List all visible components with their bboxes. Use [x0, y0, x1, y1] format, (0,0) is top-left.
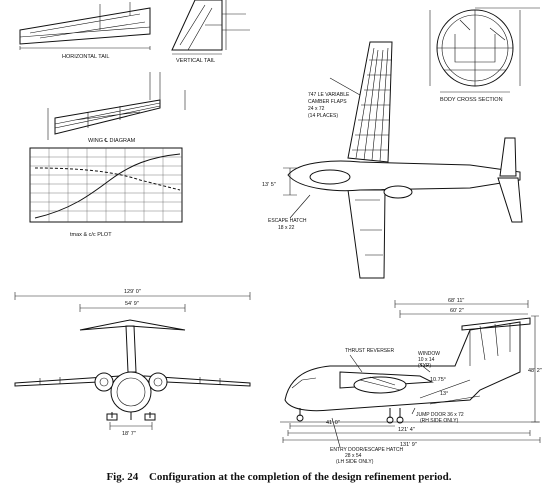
- angle-10-75: 10.75°: [430, 377, 446, 383]
- dim-tail-span-54-9: 54' 9": [125, 301, 139, 307]
- jump-door-label-2: (RH SIDE ONLY): [420, 418, 459, 424]
- figure-caption-text: Configuration at the completion of the d…: [148, 471, 452, 483]
- entry-door-label-3: (LH SIDE ONLY): [336, 459, 374, 465]
- dim-length-131-9: 131' 9": [400, 442, 417, 448]
- flaps-label-4: (14 PLACES): [308, 113, 338, 119]
- dim-gear-track-18-7: 18' 7": [122, 431, 136, 437]
- tmax-curve: [34, 153, 181, 219]
- figure-caption: Fig. 24 Configuration at the completion …: [0, 471, 558, 483]
- vertical-tail-view: VERTICAL TAIL: [171, 0, 250, 64]
- flaps-label-2: CAMBER FLAPS: [308, 99, 347, 105]
- wing-diagram-view: WING ℄ DIAGRAM: [47, 72, 186, 144]
- horizontal-tail-label: HORIZONTAL TAIL: [62, 54, 109, 60]
- window-label-1: WINDOW: [418, 351, 440, 357]
- side-view: 68' 11" 60' 2" 48' 2" 10.75° 13° THRUST …: [280, 298, 542, 465]
- cc-curve: [34, 167, 181, 191]
- plot-title: tmax & c/c PLOT: [70, 232, 112, 238]
- window-label-2: 10 x 14: [418, 357, 435, 363]
- front-view: 129' 0" 54' 9" 18' 7": [14, 289, 251, 437]
- dim-60-2: 60' 2": [450, 308, 464, 314]
- window-label-3: (TYP): [418, 363, 431, 369]
- plan-lower-wing: [347, 189, 386, 279]
- side-fuselage: [284, 321, 521, 412]
- entry-door-label-1: ENTRY DOOR/ESCAPE HATCH: [330, 447, 403, 453]
- body-cross-section-label: BODY CROSS SECTION: [440, 97, 503, 103]
- wing-diagram-label: WING ℄ DIAGRAM: [88, 138, 136, 144]
- thickness-plot: tmax & c/c PLOT: [29, 147, 183, 238]
- dim-span-129-0: 129' 0": [124, 289, 141, 295]
- dim-41-0: 41' 0": [326, 420, 340, 426]
- jump-door-label-1: JUMP DOOR 36 x 72: [416, 412, 464, 418]
- body-cross-section-view: BODY CROSS SECTION: [429, 7, 540, 103]
- flaps-label-1: 747 LE VARIABLE: [308, 92, 350, 98]
- dim-121-4: 121' 4": [398, 427, 415, 433]
- escape-hatch-label-1: ESCAPE HATCH: [268, 218, 307, 224]
- escape-hatch-label-2: 18 x 22: [278, 225, 295, 231]
- thrust-reverser-label: THRUST REVERSER: [345, 348, 394, 354]
- dim-height-48-2: 48' 2": [528, 368, 542, 374]
- plan-fuselage: [287, 160, 521, 192]
- plan-view: 13' 5" 747 LE VARIABLE CAMBER FLAPS 24 x…: [262, 41, 523, 279]
- plot-grid: [30, 148, 182, 222]
- plan-horizontal-tail-lower: [497, 177, 523, 223]
- figure-number: Fig. 24: [106, 471, 139, 483]
- horizontal-tail-view: HORIZONTAL TAIL: [19, 2, 151, 60]
- angle-13: 13°: [440, 391, 448, 397]
- vertical-tail-label: VERTICAL TAIL: [176, 58, 215, 64]
- dim-68-11: 68' 11": [448, 298, 464, 304]
- plan-horizontal-tail: [499, 137, 517, 177]
- dim-height-13-5: 13' 5": [262, 182, 276, 188]
- entry-door-label-2: 28 x 54: [345, 453, 362, 459]
- flaps-label-3: 24 x 72: [308, 106, 325, 112]
